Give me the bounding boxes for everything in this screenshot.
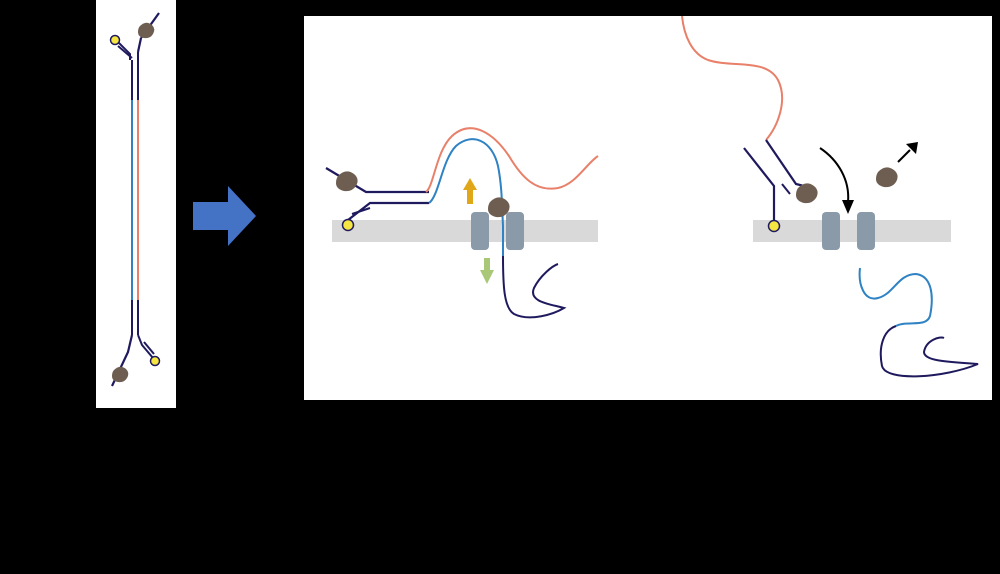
up-arrow-icon [463,178,477,204]
pore-left-subunit-b [506,212,524,250]
tether-strand-right [743,147,776,221]
pore-right-subunit-a [822,212,840,250]
dna-construct-diagram [109,12,161,387]
entry-arrow-icon [842,200,854,214]
nanopore-sequencing-panel [304,16,992,400]
pore-left-subunit-a [471,212,489,250]
bottom-motor-protein-icon [112,366,129,383]
template-strand-right [858,267,933,327]
release-arrow-icon [906,142,918,154]
translocated-strand-right [879,325,979,378]
membrane-right [753,220,951,242]
complement-strand-left [425,127,599,193]
down-arrow-icon [480,258,494,284]
bound-motor-protein-icon [796,183,818,204]
membrane-left [332,220,598,242]
bottom-tether-strand [137,334,154,359]
motor-protein-pore-icon [488,197,510,218]
top-tether-bead-icon [109,34,121,46]
nanopore-translocation-diagram [325,16,979,378]
top-tether-strand [115,39,131,60]
motor-protein-adapter-icon [336,171,358,192]
leader-strand-right [765,139,813,190]
released-motor-protein-icon [876,167,898,188]
released-complement-strand [681,16,783,141]
process-arrow-icon [193,186,256,246]
top-motor-protein-icon [138,22,155,39]
tether-bead-left-icon [341,218,355,232]
tether-bead-right-icon [767,219,781,233]
pore-right-subunit-b [857,212,875,250]
bottom-tether-bead-icon [149,355,161,367]
translocated-strand-left [502,255,567,319]
dna-construct-panel [96,0,176,408]
entry-arrow-line [819,147,850,203]
tether-strand-left [347,201,429,221]
